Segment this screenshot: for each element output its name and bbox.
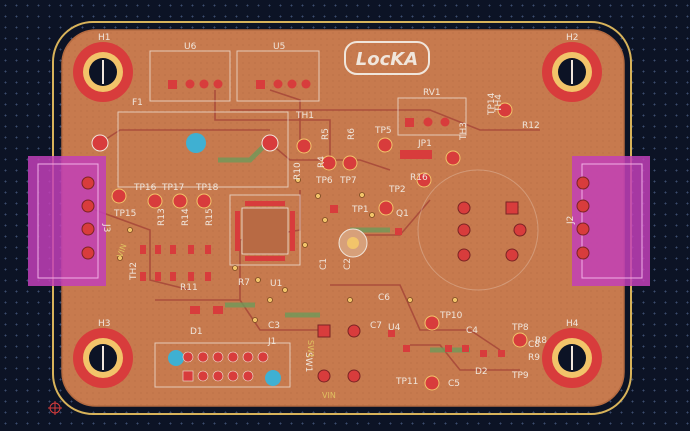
refdes-r14: R14 (181, 208, 191, 226)
refdes-c1: C1 (319, 258, 329, 270)
refdes-sw1: SW1 (303, 352, 313, 372)
refdes-th4: TH4 (494, 94, 504, 113)
refdes-d2: D2 (475, 367, 488, 377)
refdes-h2: H2 (566, 33, 579, 43)
refdes-tp2: TP2 (388, 185, 406, 195)
switch-sw1[interactable] (317, 324, 361, 383)
refdes-r11: R11 (180, 283, 198, 293)
refdes-r10: R10 (293, 162, 303, 180)
test-points[interactable] (111, 102, 528, 391)
refdes-rv1: RV1 (423, 88, 441, 98)
refdes-u5: U5 (273, 42, 285, 52)
refdes-d1: D1 (190, 327, 203, 337)
refdes-th1: TH1 (295, 111, 314, 121)
refdes-tp17: TP17 (161, 183, 184, 193)
mounting-hole-h1[interactable] (73, 42, 133, 102)
refdes-c3: C3 (268, 321, 280, 331)
refdes-f1: F1 (132, 98, 143, 108)
refdes-u4: U4 (388, 323, 401, 333)
header-j1[interactable] (168, 350, 281, 386)
potentiometer-rv1[interactable] (405, 117, 450, 128)
refdes-th3: TH3 (459, 122, 469, 141)
net-label: VIN (115, 243, 128, 259)
refdes-c6: C6 (378, 293, 390, 303)
net-label: VIN (322, 391, 336, 400)
refdes-j2: J2 (566, 216, 576, 225)
refdes-r15: R15 (205, 208, 215, 226)
refdes-tp5: TP5 (374, 126, 392, 136)
net-label: SW1 (306, 340, 315, 358)
refdes-c8: C8 (528, 340, 540, 350)
refdes-r7: R7 (238, 278, 250, 288)
silkscreen (117, 50, 539, 388)
ic-u6-pins[interactable] (168, 79, 223, 90)
relay-pads[interactable] (457, 201, 527, 262)
refdes-r9: R9 (528, 353, 540, 363)
refdes-h4: H4 (566, 319, 579, 329)
refdes-r13: R13 (157, 208, 167, 226)
refdes-u1: U1 (270, 279, 282, 289)
refdes-tp14: TP14 (487, 92, 497, 116)
refdes-jp1: JP1 (417, 139, 432, 149)
refdes-c5: C5 (448, 379, 460, 389)
refdes-c7: C7 (370, 321, 382, 331)
refdes-c4: C4 (466, 326, 478, 336)
logo: LocKA (344, 41, 430, 75)
ic-u5-pins[interactable] (256, 79, 311, 90)
refdes-tp9: TP9 (511, 371, 529, 381)
refdes-h1: H1 (98, 33, 111, 43)
refdes-r12: R12 (522, 121, 540, 131)
refdes-r8: R8 (535, 336, 547, 346)
mounting-hole-h2[interactable] (542, 42, 602, 102)
refdes-tp8: TP8 (511, 323, 529, 333)
vias (117, 177, 458, 323)
refdes-r4: R4 (317, 156, 327, 168)
refdes-r16: R16 (410, 173, 428, 183)
refdes-u6: U6 (184, 42, 197, 52)
crystal[interactable] (338, 228, 368, 258)
origin-marker-icon (48, 401, 62, 415)
refdes-c2: C2 (343, 258, 353, 270)
refdes-tp11: TP11 (395, 377, 418, 387)
refdes-h3: H3 (98, 319, 111, 329)
refdes-tp1: TP1 (351, 205, 369, 215)
logo-text: LocKA (356, 49, 418, 70)
refdes-j1: J1 (267, 337, 276, 347)
refdes-j3: J3 (101, 223, 111, 232)
smd-pads[interactable] (140, 150, 505, 357)
refdes-th2: TH2 (129, 262, 139, 281)
refdes-tp18: TP18 (195, 183, 219, 193)
refdes-r6: R6 (347, 128, 357, 140)
refdes-tp15: TP15 (113, 209, 136, 219)
refdes-r5: R5 (321, 128, 331, 140)
refdes-tp6: TP6 (315, 176, 333, 186)
refdes-tp16: TP16 (133, 183, 157, 193)
refdes-q1: Q1 (396, 209, 409, 219)
mounting-hole-h3[interactable] (73, 328, 133, 388)
mcu-u1[interactable] (235, 201, 295, 261)
connector-j2[interactable] (572, 156, 650, 286)
fuse-f1[interactable] (91, 133, 279, 153)
mounting-hole-h4[interactable] (542, 328, 602, 388)
refdes-tp7: TP7 (339, 176, 357, 186)
refdes-tp10: TP10 (439, 311, 463, 321)
connector-j3[interactable] (28, 156, 106, 286)
